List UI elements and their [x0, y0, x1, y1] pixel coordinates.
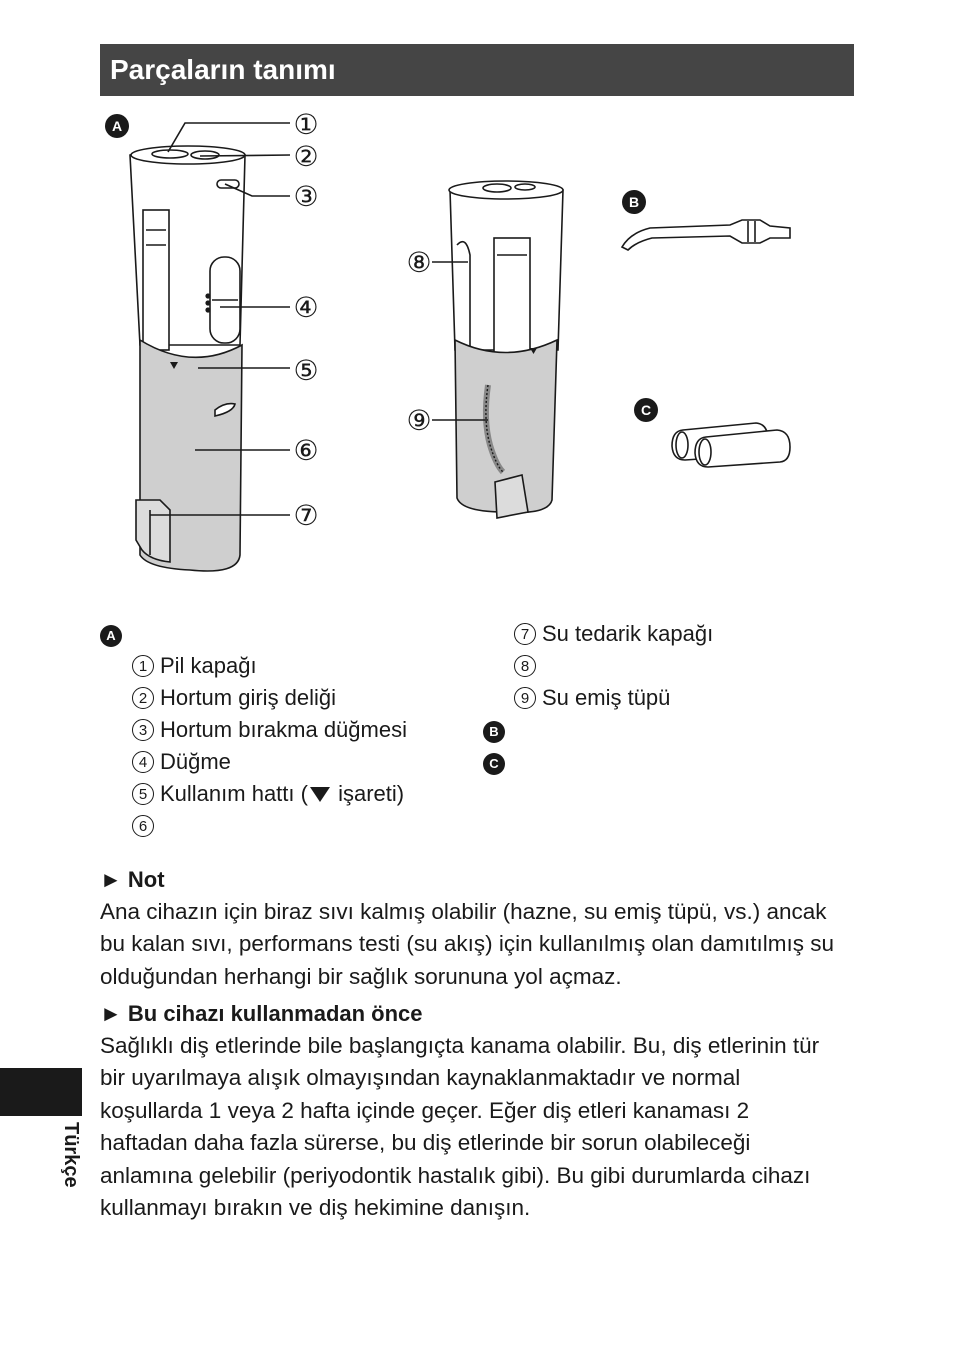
callout-3: ③ — [293, 180, 318, 213]
svg-text:B: B — [629, 194, 639, 210]
list-item: 6 — [132, 809, 160, 841]
note-heading: ► Not — [100, 867, 165, 892]
badge-a: A — [100, 625, 122, 647]
list-item: 4 Düğme — [132, 745, 231, 777]
callout-2: ② — [293, 140, 318, 173]
item-label: Hortum giriş deliği — [160, 685, 337, 711]
list-item: 1 Pil kapağı — [132, 649, 257, 681]
callout-7: ⑦ — [293, 499, 318, 532]
item-label: Su tedarik kapağı — [542, 621, 714, 647]
item-number: 6 — [132, 815, 154, 838]
list-item: 3 Hortum bırakma düğmesi — [132, 713, 407, 745]
item-number: 1 — [132, 655, 154, 678]
badge-c-figure: C — [634, 398, 658, 422]
before-use-section: ► Bu cihazı kullanmadan önce Sağlıklı di… — [100, 998, 860, 1224]
callout-6: ⑥ — [293, 434, 318, 467]
item-label: Kullanım hattı ( — [160, 781, 308, 807]
list-item: 9 Su emiş tüpü — [514, 681, 670, 713]
before-use-heading: ► Bu cihazı kullanmadan önce — [100, 1001, 423, 1026]
note-section: ► Not Ana cihazın için biraz sıvı kalmış… — [100, 864, 860, 993]
badge-a-figure: A — [105, 114, 129, 138]
before-use-line: koşullarda 1 veya 2 hafta içinde geçer. … — [100, 1097, 750, 1123]
badge-c: C — [483, 753, 505, 775]
item-label: Pil kapağı — [160, 653, 257, 679]
group-a-header: A — [100, 617, 122, 649]
before-use-line: bir uyarılmaya alışık olmayışından kayna… — [100, 1065, 741, 1091]
callout-5: ⑤ — [293, 354, 318, 387]
language-tab — [0, 1068, 82, 1116]
badge-b: B — [483, 721, 505, 743]
item-number: 8 — [514, 655, 536, 678]
before-use-line: anlamına gelebilir (periyodontik hastalı… — [100, 1162, 811, 1188]
badge-b-figure: B — [622, 190, 646, 214]
before-use-line: kullanmayı bırakın ve diş hekimine danış… — [100, 1195, 531, 1221]
item-number: 4 — [132, 751, 154, 774]
page-title: Parçaların tanımı — [100, 44, 854, 96]
callout-1: ① — [293, 108, 318, 141]
note-line: olduğundan herhangi bir sağlık sorununa … — [100, 963, 622, 989]
list-item: 8 — [514, 649, 542, 681]
triangle-mark-icon — [309, 786, 330, 802]
item-number: 5 — [132, 783, 154, 806]
group-b-header: B — [483, 713, 505, 745]
svg-text:A: A — [112, 118, 122, 134]
item-number: 9 — [514, 687, 536, 710]
parts-list: A 1 Pil kapağı 2 Hortum giriş deliği 3 Hort… — [100, 617, 860, 847]
list-item: 7 Su tedarik kapağı — [514, 617, 713, 649]
note-line: bu kalan sıvı, performans testi (su akış… — [100, 931, 835, 957]
language-label: Türkçe — [60, 1122, 82, 1188]
before-use-line: haftadan daha fazla sürerse, bu diş etle… — [100, 1130, 751, 1156]
item-label-suffix: işareti) — [331, 781, 405, 807]
item-label: Hortum bırakma düğmesi — [160, 717, 407, 743]
item-label: Su emiş tüpü — [542, 685, 671, 711]
item-number: 2 — [132, 687, 154, 710]
callout-4: ④ — [293, 291, 318, 324]
item-label: Düğme — [160, 749, 231, 775]
parts-illustration: A B C ① ② ③ ④ ⑤ ⑥ ⑦ ⑧ ⑨ — [105, 108, 791, 572]
svg-text:C: C — [641, 402, 651, 418]
item-number: 7 — [514, 623, 536, 646]
callout-8: ⑧ — [406, 246, 431, 279]
before-use-line: Sağlıklı diş etlerinde bile başlangıçta … — [100, 1033, 820, 1058]
note-line: Ana cihazın için biraz sıvı kalmış olabi… — [100, 899, 827, 924]
list-item: 2 Hortum giriş deliği — [132, 681, 336, 713]
group-c-header: C — [483, 745, 505, 777]
list-item: 5 Kullanım hattı ( işareti) — [132, 777, 404, 809]
item-number: 3 — [132, 719, 154, 742]
callout-9: ⑨ — [406, 404, 431, 437]
